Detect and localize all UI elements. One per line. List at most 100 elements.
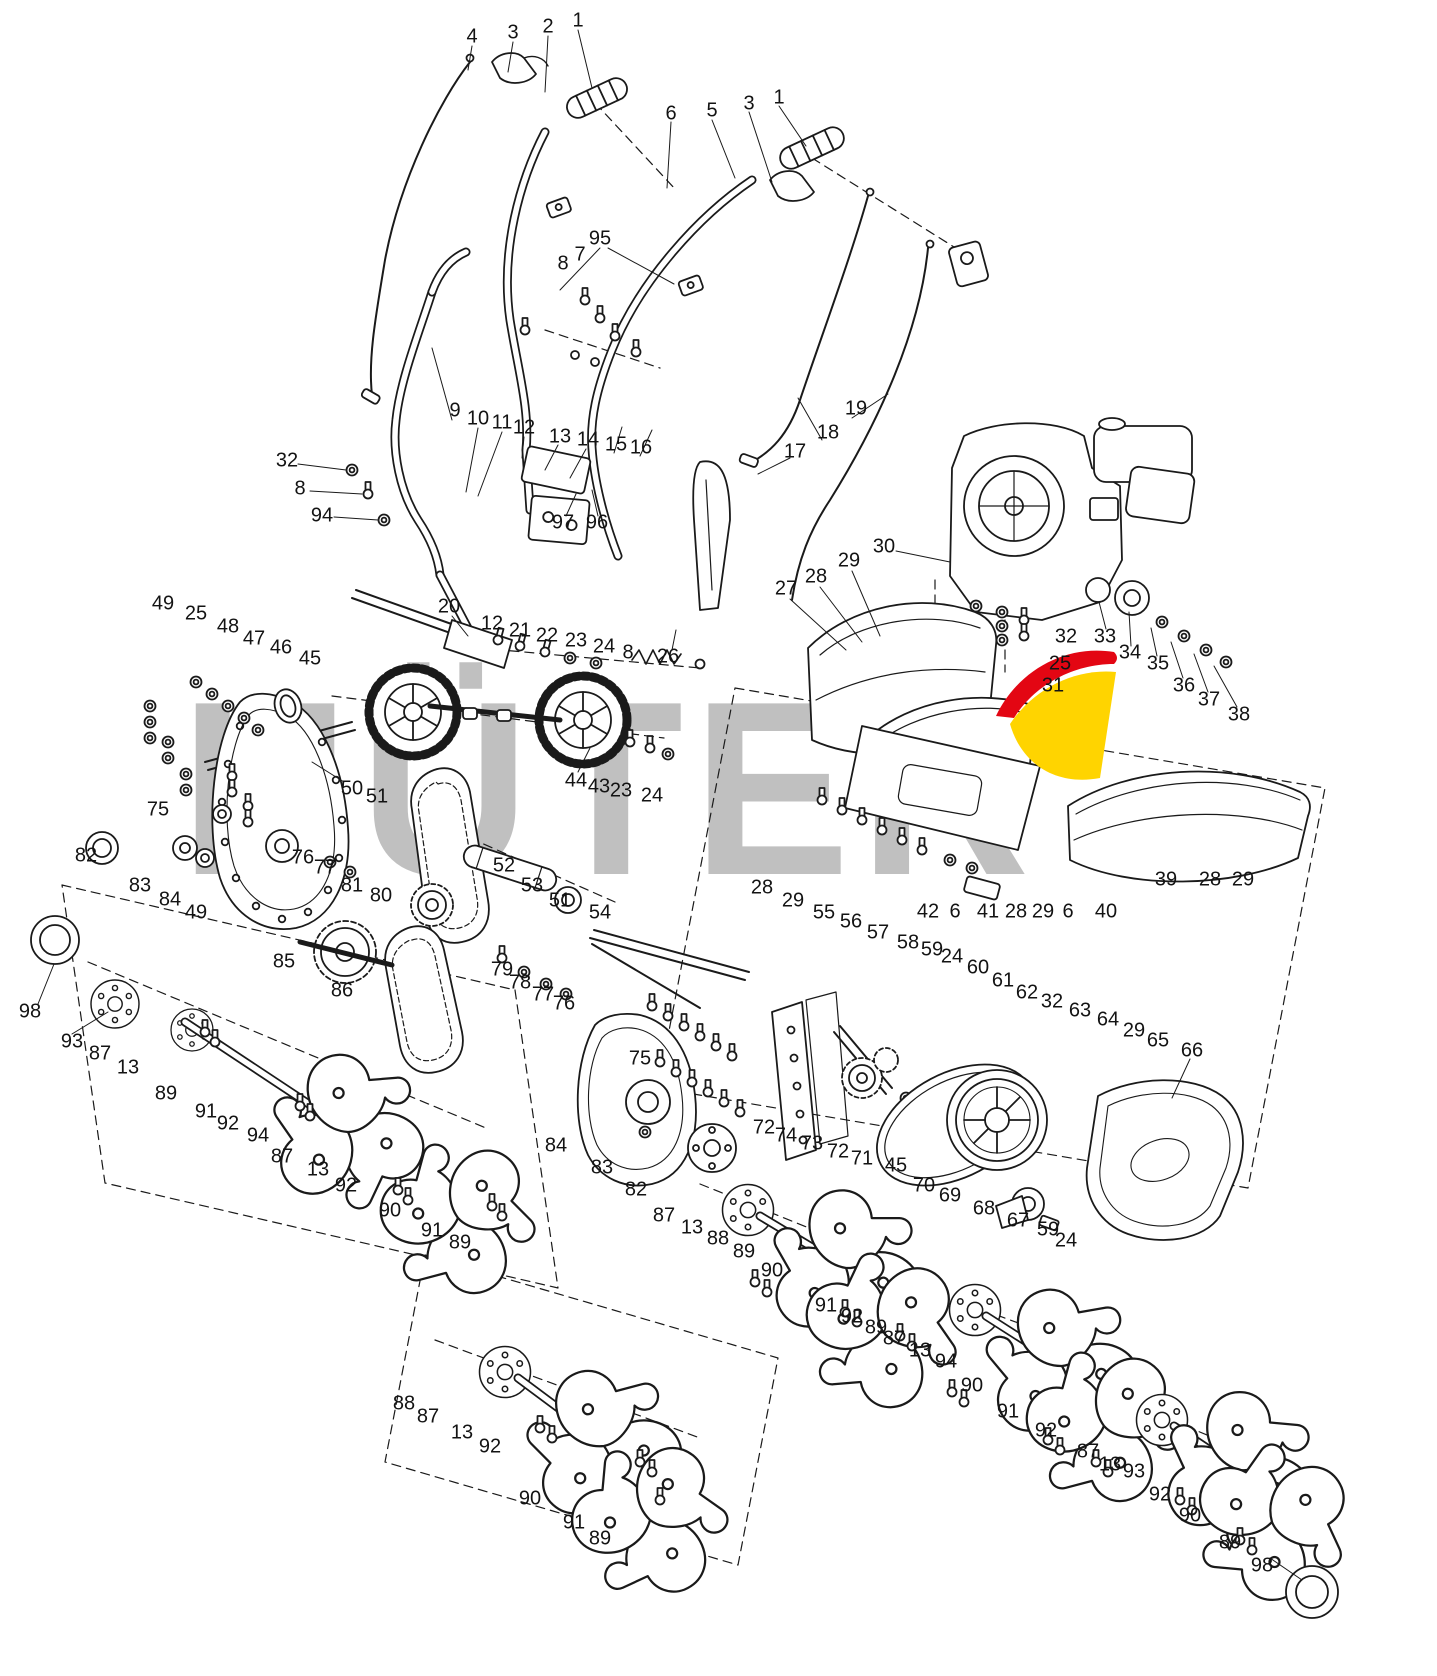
part-label-24: 24 (640, 784, 664, 807)
part-label-76: 76 (552, 992, 576, 1015)
part-label-88: 88 (706, 1227, 730, 1250)
part-label-1: 1 (572, 9, 584, 32)
part-label-51: 51 (365, 785, 389, 808)
part-label-36: 36 (1172, 674, 1196, 697)
part-label-76: 76 (291, 846, 315, 869)
part-label-23: 23 (609, 779, 633, 802)
brand-logo-swoosh (996, 650, 1117, 780)
part-label-18: 18 (816, 421, 840, 444)
part-label-25: 25 (184, 602, 208, 625)
part-label-77: 77 (531, 983, 555, 1006)
part-label-59: 59 (920, 938, 944, 961)
part-label-58: 58 (896, 931, 920, 954)
part-label-31: 31 (1041, 674, 1065, 697)
part-label-13: 13 (680, 1216, 704, 1239)
part-label-94: 94 (934, 1350, 958, 1373)
part-label-91: 91 (194, 1100, 218, 1123)
part-label-92: 92 (478, 1435, 502, 1458)
part-label-60: 60 (966, 956, 990, 979)
part-label-24: 24 (940, 945, 964, 968)
tine-assemblies (30, 915, 1375, 1623)
part-label-44: 44 (564, 769, 588, 792)
part-label-87: 87 (1076, 1440, 1100, 1463)
part-label-17: 17 (783, 440, 807, 463)
handlebar-tubes (390, 127, 757, 611)
switch-and-clamp-hardware (345, 240, 989, 527)
part-label-87: 87 (882, 1327, 906, 1350)
part-label-87: 87 (652, 1204, 676, 1227)
part-label-51: 51 (548, 889, 572, 912)
part-label-89: 89 (588, 1527, 612, 1550)
part-label-37: 37 (1197, 688, 1221, 711)
part-label-94: 94 (246, 1124, 270, 1147)
part-label-89: 89 (864, 1316, 888, 1339)
part-label-6: 6 (665, 102, 677, 125)
part-label-25: 25 (1048, 652, 1072, 675)
part-label-13: 13 (908, 1339, 932, 1362)
part-label-43: 43 (587, 775, 611, 798)
part-label-96: 96 (585, 511, 609, 534)
part-label-13: 13 (450, 1421, 474, 1444)
part-label-90: 90 (760, 1259, 784, 1282)
part-label-45: 45 (298, 647, 322, 670)
part-label-30: 30 (872, 535, 896, 558)
part-label-27: 27 (774, 577, 798, 600)
part-label-75: 75 (146, 798, 170, 821)
part-label-46: 46 (269, 636, 293, 659)
part-label-29: 29 (837, 549, 861, 572)
part-label-84: 84 (544, 1134, 568, 1157)
part-label-66: 66 (1180, 1039, 1204, 1062)
part-label-98: 98 (18, 1000, 42, 1023)
chain-case-left (211, 692, 350, 930)
left-fastener-fan (85, 675, 303, 868)
part-label-91: 91 (420, 1219, 444, 1242)
part-label-6: 6 (949, 900, 961, 923)
part-label-95: 95 (588, 227, 612, 250)
part-label-91: 91 (996, 1400, 1020, 1423)
part-label-11: 11 (491, 411, 513, 434)
part-label-78: 78 (508, 971, 532, 994)
wheel-assembly (369, 668, 675, 764)
part-label-32: 32 (1040, 990, 1064, 1013)
part-label-38: 38 (1227, 703, 1251, 726)
part-label-92: 92 (1148, 1483, 1172, 1506)
part-label-13: 13 (1098, 1453, 1122, 1476)
part-label-72: 72 (826, 1140, 850, 1163)
part-label-4: 4 (466, 25, 478, 48)
part-label-19: 19 (844, 397, 868, 420)
part-label-80: 80 (369, 884, 393, 907)
part-label-33: 33 (1093, 625, 1117, 648)
chain-case-center (576, 993, 746, 1187)
part-label-90: 90 (960, 1374, 984, 1397)
part-label-29: 29 (1122, 1019, 1146, 1042)
part-label-83: 83 (590, 1156, 614, 1179)
part-label-50: 50 (340, 777, 364, 800)
part-label-29: 29 (1031, 900, 1055, 923)
part-label-24: 24 (1054, 1229, 1078, 1252)
part-label-28: 28 (1004, 900, 1028, 923)
part-label-87: 87 (88, 1042, 112, 1065)
part-label-8: 8 (557, 252, 569, 275)
fastener-row-and-spring (491, 626, 706, 670)
part-label-23: 23 (564, 629, 588, 652)
part-label-49: 49 (151, 592, 175, 615)
part-label-77: 77 (313, 856, 337, 879)
part-label-65: 65 (1146, 1029, 1170, 1052)
part-label-24: 24 (592, 635, 616, 658)
part-label-89: 89 (1218, 1531, 1242, 1554)
part-label-91: 91 (562, 1511, 586, 1534)
part-label-93: 93 (1122, 1460, 1146, 1483)
part-label-42: 42 (916, 900, 940, 923)
part-label-64: 64 (1096, 1008, 1120, 1031)
part-label-41: 41 (976, 900, 1000, 923)
part-label-90: 90 (1178, 1504, 1202, 1527)
part-label-89: 89 (448, 1231, 472, 1254)
part-label-67: 67 (1006, 1209, 1030, 1232)
part-label-45: 45 (884, 1154, 908, 1177)
part-label-84: 84 (158, 888, 182, 911)
part-label-55: 55 (812, 901, 836, 924)
part-label-93: 93 (60, 1030, 84, 1053)
part-label-62: 62 (1015, 981, 1039, 1004)
part-label-92: 92 (216, 1112, 240, 1135)
